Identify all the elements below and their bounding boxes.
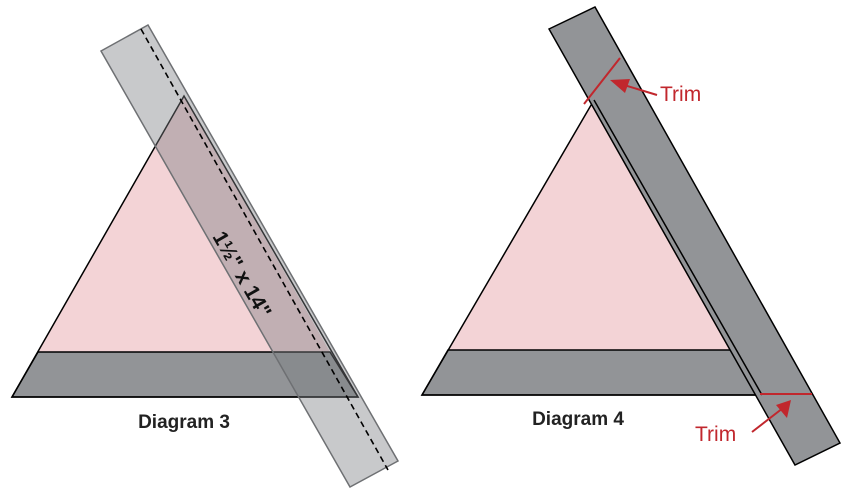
d4-trim-arrow-bottom [751,400,791,433]
diagram-3: 1½" x 14" Diagram 3 [10,23,400,489]
d3-pink-triangle [38,96,330,352]
diagram-4: Trim Trim Diagram 4 [420,6,842,466]
d3-diagonal-strip [99,23,400,489]
d3-caption: Diagram 3 [138,412,230,433]
d3-triangle-outline [10,94,360,398]
d4-trim-arrow-top [610,79,658,96]
d4-triangle-edge [593,99,763,396]
d4-trim-label-bottom: Trim [695,423,736,446]
d3-seam-dashed-line [140,28,389,471]
d4-caption: Diagram 4 [532,409,624,430]
d4-trim-label-top: Trim [660,83,701,106]
d4-pink-triangle [448,100,735,350]
d4-trim-line-top [583,57,621,105]
d4-diagonal-strip [547,6,842,466]
d4-bottom-strip [420,349,764,396]
